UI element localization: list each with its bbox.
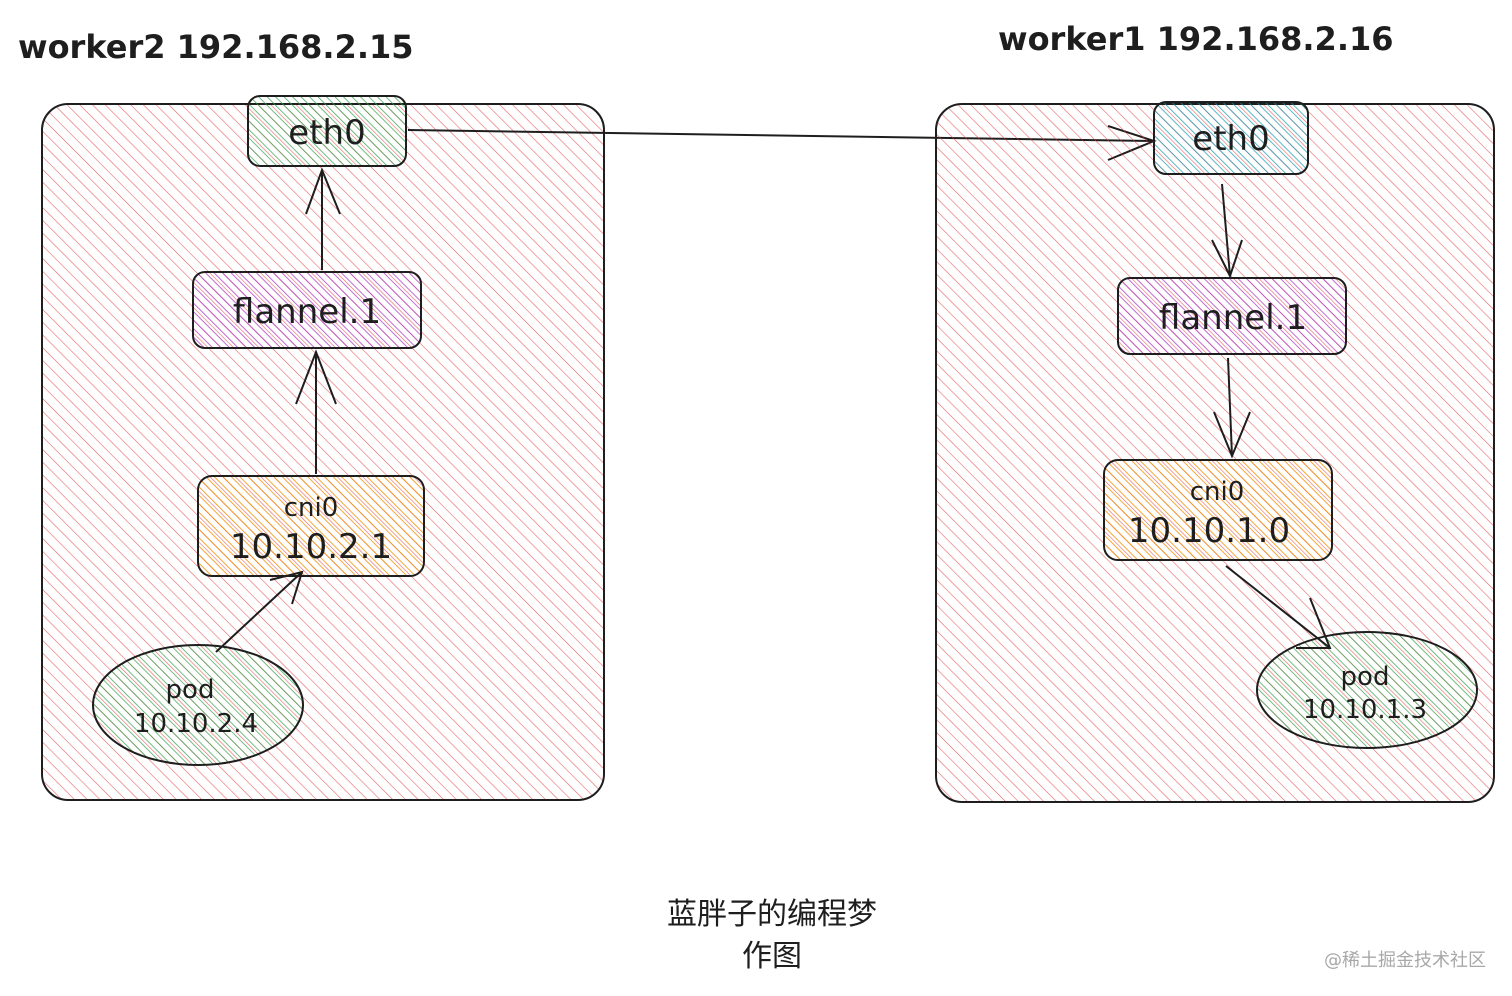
worker1-title: worker1 192.168.2.16	[998, 20, 1394, 58]
worker1-pod-ip: 10.10.1.3	[1303, 695, 1427, 725]
worker2-node: worker2 192.168.2.15 eth0 flannel.1 cni0…	[18, 28, 605, 801]
worker2-cni0-ip: 10.10.2.1	[230, 527, 392, 567]
worker1-arrow-eth0-to-flannel	[1211, 183, 1243, 279]
worker2-eth0: eth0	[247, 95, 407, 167]
worker1-pod-name: pod	[1341, 662, 1390, 692]
caption-line-2: 作图	[742, 939, 802, 974]
worker2-eth0-label: eth0	[288, 113, 365, 153]
worker1-cni0-ip: 10.10.1.0	[1128, 511, 1290, 551]
worker1-cni0-name: cni0	[1190, 477, 1245, 507]
worker2-arrow-pod-to-cni	[215, 570, 304, 653]
caption-line-1: 蓝胖子的编程梦	[667, 897, 877, 932]
worker1-arrow-cni-to-pod	[1225, 565, 1332, 649]
worker2-cni0: cni0 10.10.2.1	[197, 475, 425, 577]
worker2-pod-name: pod	[166, 675, 215, 705]
worker1-flannel: flannel.1	[1117, 277, 1347, 355]
worker2-arrow-flannel-to-eth0	[305, 167, 341, 270]
worker1-eth0: eth0	[1153, 101, 1309, 175]
worker2-flannel-label: flannel.1	[233, 292, 381, 332]
watermark-text: @稀土掘金技术社区	[1324, 950, 1486, 971]
worker1-pod: pod 10.10.1.3	[1256, 631, 1478, 749]
worker2-title: worker2 192.168.2.15	[18, 28, 414, 66]
worker1-cni0: cni0 10.10.1.0	[1103, 459, 1333, 561]
worker2-cni0-name: cni0	[284, 493, 339, 523]
worker1-eth0-label: eth0	[1192, 119, 1269, 159]
worker1-arrow-flannel-to-cni	[1213, 357, 1251, 459]
worker1-flannel-label: flannel.1	[1159, 298, 1307, 338]
worker2-pod-ip: 10.10.2.4	[134, 709, 258, 739]
worker2-flannel: flannel.1	[192, 271, 422, 349]
worker2-pod: pod 10.10.2.4	[92, 644, 304, 766]
worker2-arrow-cni-to-flannel	[295, 349, 337, 474]
worker1-node: worker1 192.168.2.16 eth0 flannel.1 cni0…	[935, 20, 1495, 803]
